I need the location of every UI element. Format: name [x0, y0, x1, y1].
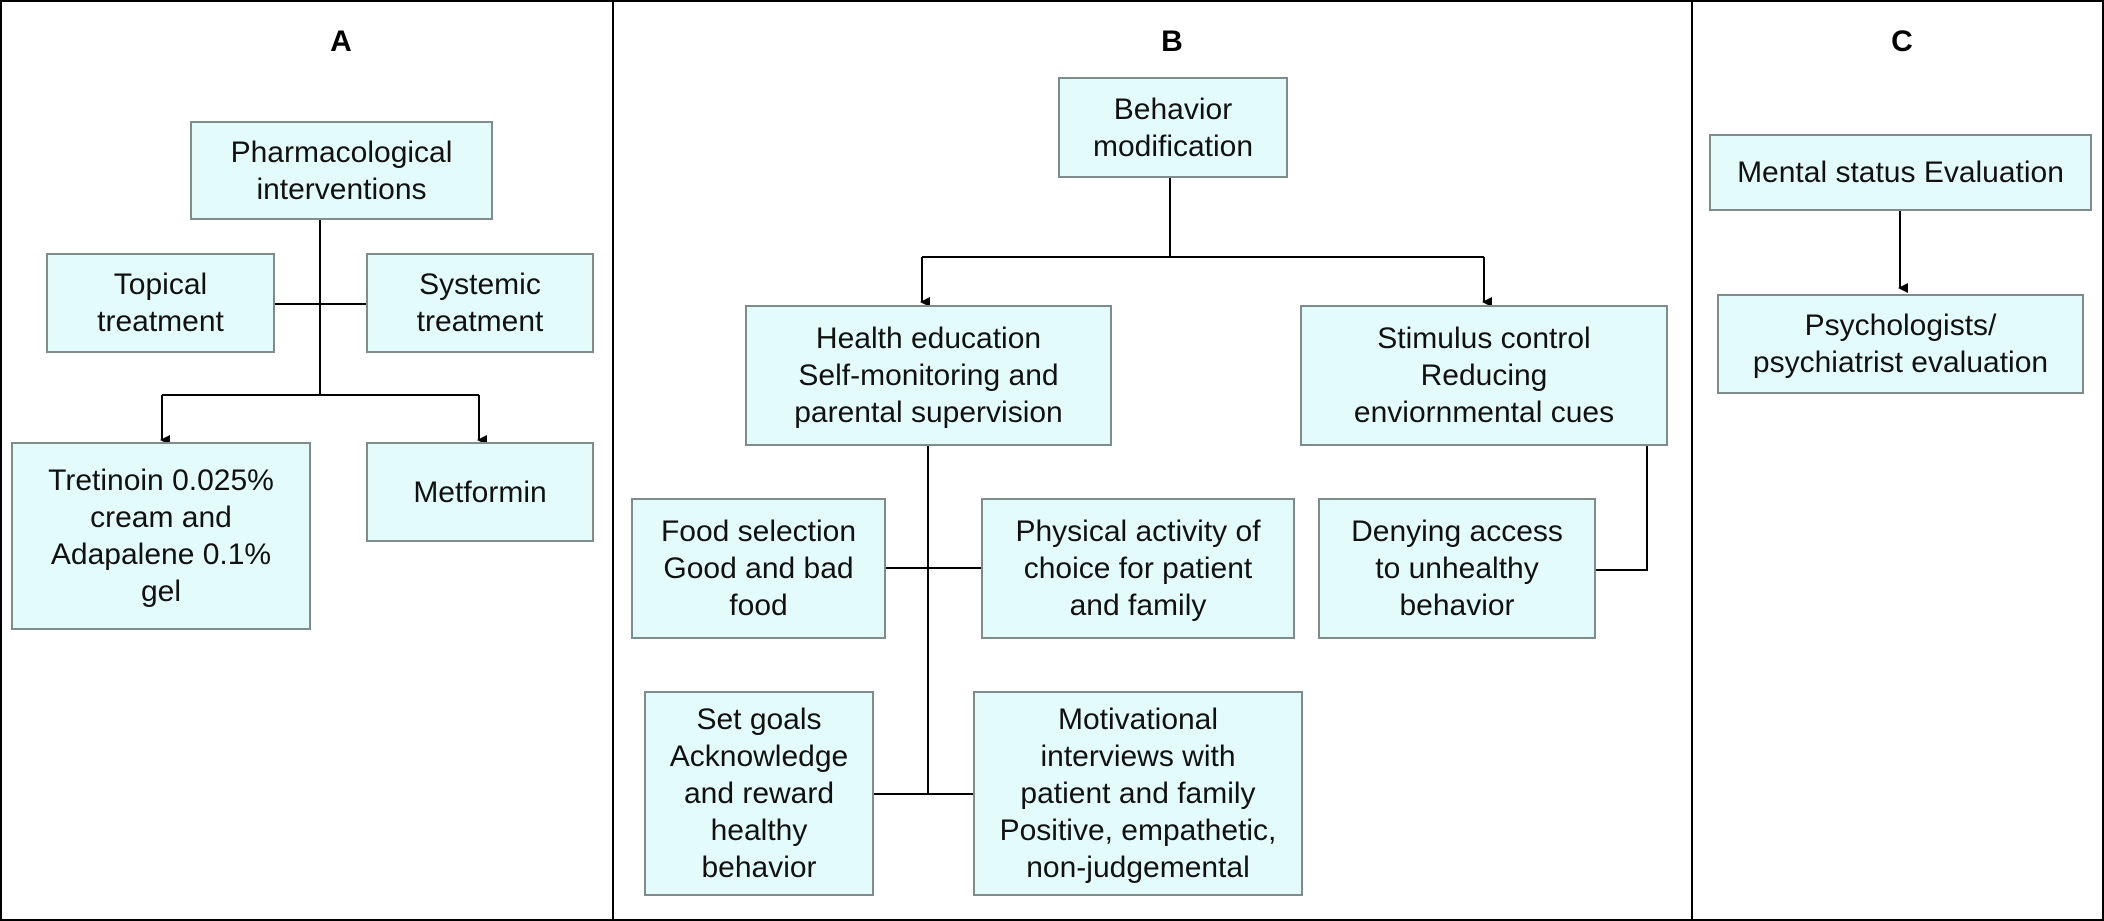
box-text-line: Acknowledge — [669, 740, 849, 773]
box-text-line: choice for patient — [1023, 552, 1253, 585]
box-text-line: non-judgemental — [1026, 851, 1250, 884]
topical-treatment-box: Topical treatment — [46, 253, 275, 353]
box-text-line: Motivational — [1057, 703, 1219, 736]
box-text-line: Behavior — [1113, 92, 1233, 126]
box-text-line: Pharmacological — [230, 135, 453, 169]
box-text-line: gel — [140, 575, 182, 608]
box-text-line: Reducing — [1420, 359, 1548, 392]
box-text-line: Set goals — [696, 703, 822, 736]
box-text-line: and family — [1069, 589, 1207, 622]
box-text-line: Denying access — [1351, 515, 1563, 548]
box-text-line: and reward — [683, 777, 835, 810]
box-text-line: healthy — [710, 814, 808, 847]
box-text-line: interviews with — [1040, 740, 1236, 773]
b-denying-link — [1596, 446, 1648, 571]
box-text-line: Stimulus control — [1377, 322, 1591, 355]
box-text-line: Systemic — [419, 268, 541, 301]
box-text-line: Health education — [815, 322, 1042, 355]
systemic-treatment-box: Systemic treatment — [366, 253, 594, 353]
box-text-line: psychiatrist evaluation — [1752, 346, 2049, 379]
box-text-line: food — [729, 589, 788, 622]
box-text-line: cream and — [90, 501, 232, 534]
box-text-line: Metformin — [413, 475, 547, 509]
panel-a-title: A — [330, 25, 352, 58]
psychiatrist-evaluation-box: Psychologists/psychiatrist evaluation — [1717, 294, 2084, 394]
motivational-interviews-box: Motivational interviews with patient and f… — [973, 691, 1303, 896]
box-text-line: Mental status Evaluation — [1737, 156, 2064, 189]
box-text-line: Tretinoin 0.025% — [48, 464, 274, 497]
box-text-line: treatment — [97, 305, 224, 338]
metformin-box: Metformin — [366, 442, 594, 542]
panel-c-title: C — [1891, 25, 1913, 58]
physical-activity-box: Physical activity of choice for patient an… — [981, 498, 1295, 639]
panel-b-title: B — [1161, 25, 1183, 58]
box-text-line: Positive, empathetic, — [999, 814, 1277, 847]
box-text-line: Physical activity of — [1015, 515, 1261, 548]
box-text-line: Good and bad — [663, 552, 854, 585]
box-text-line: behavior — [1399, 589, 1515, 622]
box-text-line: behavior — [701, 851, 817, 884]
box-text-line: Self-monitoring and — [798, 359, 1059, 392]
box-text-line: interventions — [256, 172, 427, 206]
denying-access-box: Denying access to unhealthy behavior — [1318, 498, 1596, 639]
mental-status-evaluation-box: Mental status Evaluation — [1709, 134, 2092, 211]
box-text-line: modification — [1092, 129, 1254, 163]
box-text-line: Adapalene 0.1% — [50, 538, 272, 571]
box-text-line: parental supervision — [794, 396, 1063, 429]
box-text-line: treatment — [416, 305, 544, 338]
box-text-line: Psychologists/ — [1804, 309, 1997, 342]
box-text-line: to unhealthy — [1375, 552, 1539, 585]
box-text-line: enviornmental cues — [1353, 396, 1615, 429]
box-text-line: Food selection — [660, 515, 857, 548]
box-text-line: Topical — [113, 268, 208, 301]
box-text-line: patient and family — [1020, 777, 1256, 810]
